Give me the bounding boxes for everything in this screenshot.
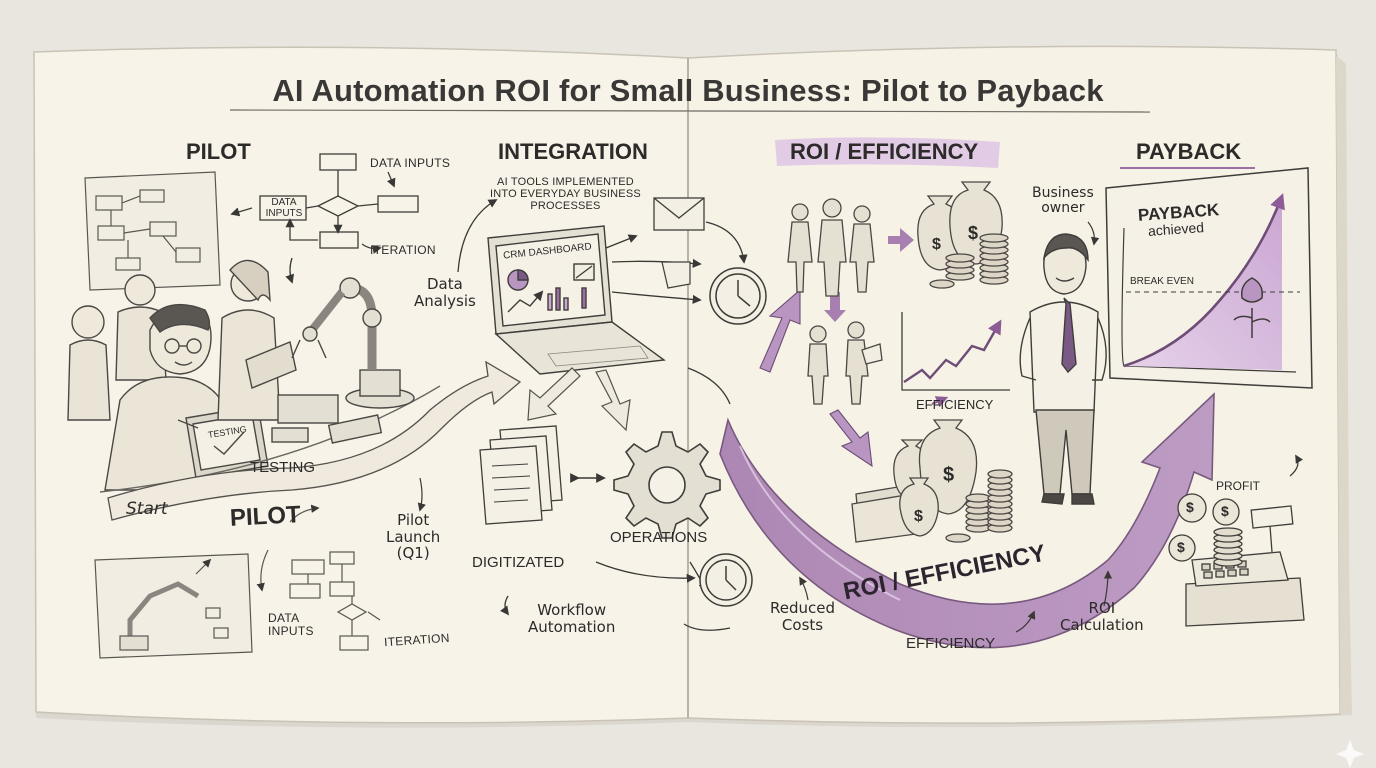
label-iteration-top: ITERATION	[370, 243, 436, 257]
dollar-icon: $	[1186, 499, 1194, 515]
label-reduced-costs: Reduced Costs	[770, 599, 836, 634]
dollar-icon: $	[968, 223, 979, 243]
money-bags-top	[917, 181, 1009, 289]
efficiency-chart	[901, 312, 1010, 391]
label-break-even: BREAK EVEN	[1130, 276, 1194, 287]
pilot-arrow	[107, 360, 522, 521]
roi-small-arrows	[759, 228, 949, 468]
right-connector-arrows	[799, 221, 1304, 633]
label-data-inputs-box: DATA INPUTS	[265, 197, 303, 219]
label-profit: PROFIT	[1216, 479, 1260, 493]
envelope-icon	[653, 197, 705, 231]
pilot-flowchart-whiteboard	[84, 171, 221, 291]
roi-people	[787, 198, 883, 405]
gear-icon	[613, 431, 721, 539]
label-data-analysis: Data Analysis	[414, 275, 476, 310]
integration-laptop	[487, 225, 666, 375]
clock-icon-bottom	[699, 553, 753, 607]
pilot-team-people	[67, 259, 441, 493]
header-pilot: PILOT	[186, 139, 251, 164]
label-pilot-launch: Pilot Launch (Q1)	[386, 511, 441, 562]
label-testing: TESTING	[250, 459, 316, 476]
document-icon-small	[661, 261, 691, 289]
roi-header-highlight	[775, 137, 1000, 168]
page-title: AI Automation ROI for Small Business: Pi…	[272, 73, 1104, 108]
header-integration: INTEGRATION	[498, 139, 648, 164]
business-owner-figure	[1019, 233, 1107, 505]
dollar-icon: $	[1221, 503, 1229, 519]
label-digitizated: DIGITIZATED	[472, 554, 565, 571]
document-stack-icon	[479, 425, 563, 525]
money-bags-bottom	[851, 419, 1013, 543]
big-arrow-down-left	[527, 367, 631, 432]
dollar-icon: $	[914, 508, 923, 525]
header-roi-efficiency: ROI / EFFICIENCY	[790, 139, 979, 164]
label-efficiency-chart: EFFICIENCY	[916, 397, 994, 412]
dollar-icon: $	[1177, 539, 1185, 555]
cash-register-icon	[1168, 493, 1305, 627]
label-data-inputs-top: DATA INPUTS	[370, 156, 451, 170]
header-payback: PAYBACK	[1136, 139, 1242, 164]
sparkle-icon	[1336, 740, 1364, 768]
clock-icon-top	[709, 267, 767, 325]
label-roi-calculation: ROI Calculation	[1060, 599, 1144, 634]
label-start: Start	[126, 499, 168, 519]
dollar-icon: $	[932, 236, 941, 253]
label-ai-tools: AI TOOLS IMPLEMENTED INTO EVERYDAY BUSIN…	[490, 176, 641, 213]
label-business-owner: Business owner	[1032, 185, 1094, 217]
label-pilot-arrow: PILOT	[229, 501, 302, 532]
payback-board	[1105, 167, 1313, 389]
roi-efficiency-arrow	[719, 392, 1215, 649]
label-workflow-automation: Workflow Automation	[528, 601, 616, 636]
label-operations: OPERATIONS	[610, 529, 708, 546]
pilot-bottom-sketch	[94, 504, 381, 659]
label-data-inputs-bottom: DATA INPUTS	[268, 611, 314, 639]
robot-arm	[271, 277, 415, 444]
dollar-icon: $	[943, 464, 955, 486]
label-efficiency-bottom: EFFICIENCY	[906, 635, 996, 652]
title-underline	[229, 109, 1151, 113]
pilot-flowchart-top	[230, 153, 419, 284]
